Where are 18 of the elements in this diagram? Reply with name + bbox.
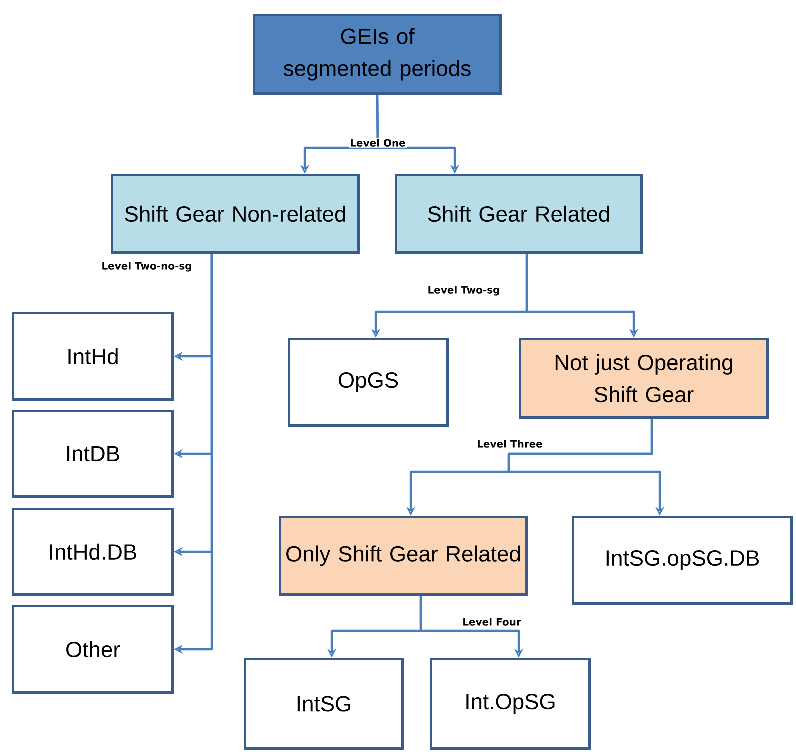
edge-label: Level One <box>349 138 407 148</box>
category-box: IntHd.DB <box>12 508 174 596</box>
category-box: IntSG <box>244 658 404 750</box>
edge-label: Level Four <box>462 617 522 627</box>
category-box: Shift Gear Non-related <box>111 174 360 254</box>
category-box: OpGS <box>288 338 449 427</box>
category-box: Int.OpSG <box>430 658 591 750</box>
edge-label: Level Two-sg <box>426 285 502 297</box>
category-box: Shift Gear Related <box>395 174 643 254</box>
category-box: IntSG.opSG.DB <box>572 516 793 605</box>
category-box: IntDB <box>12 410 174 498</box>
category-box: IntHd <box>12 312 174 401</box>
category-box: Not just Operating Shift Gear <box>519 338 769 419</box>
category-box: Other <box>12 605 174 694</box>
edge-label: Level Three <box>476 439 544 449</box>
edge-label: Level Two-no-sg <box>100 261 194 273</box>
category-box: GEIs of segmented periods <box>253 14 502 95</box>
category-box: Only Shift Gear Related <box>279 516 528 596</box>
